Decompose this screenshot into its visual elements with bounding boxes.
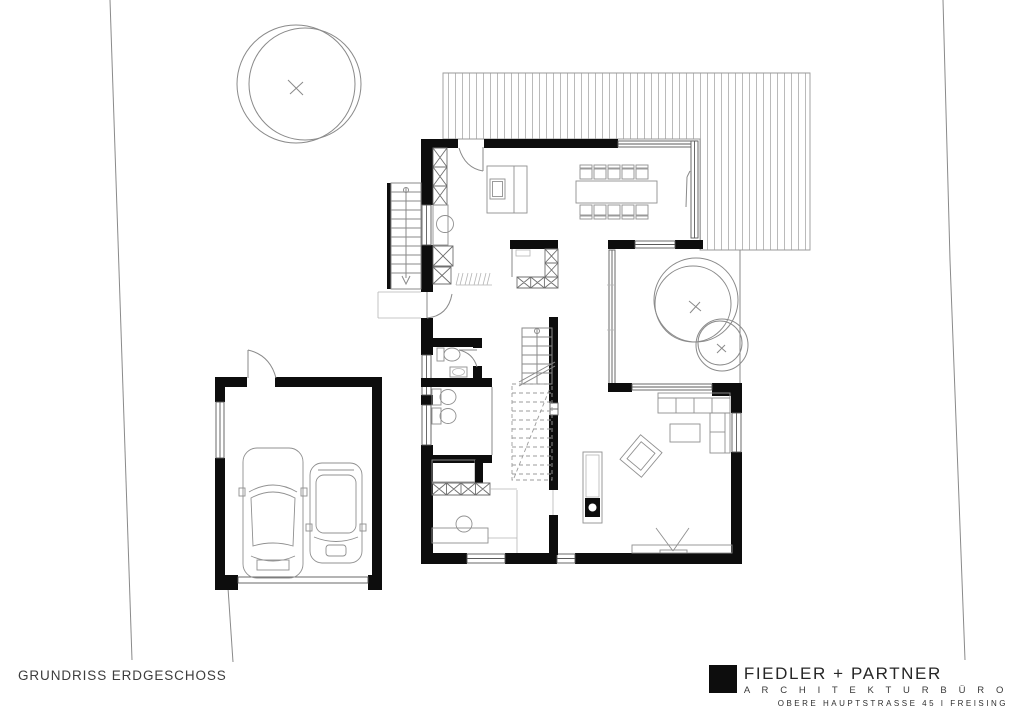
kitchen bbox=[432, 147, 528, 286]
hall-window bbox=[549, 402, 559, 416]
window-right-living bbox=[731, 412, 742, 453]
courtyard-north-window bbox=[634, 240, 676, 249]
toilet bbox=[436, 347, 461, 362]
dining-area bbox=[575, 164, 658, 220]
bench bbox=[431, 459, 476, 483]
entry-porch bbox=[377, 291, 421, 319]
logo-profession: A R C H I T E K T U R B Ü R O bbox=[743, 684, 1008, 696]
wardrobe-area bbox=[431, 459, 518, 553]
sofa bbox=[657, 392, 731, 454]
fireplace bbox=[582, 451, 603, 524]
tree-symbol-large bbox=[236, 24, 362, 144]
utility-counter bbox=[431, 515, 489, 544]
car-large bbox=[238, 447, 308, 579]
tall-cabinets bbox=[432, 147, 448, 206]
dining-chairs-bottom bbox=[579, 204, 649, 220]
window-left-mid bbox=[421, 354, 432, 396]
courtyard bbox=[607, 240, 749, 396]
courtyard-south-window bbox=[631, 383, 713, 391]
stair-upper-flight-dashed bbox=[511, 383, 553, 481]
kitchen-counter bbox=[432, 204, 449, 246]
hall-living-wall bbox=[549, 317, 559, 555]
exterior-staircase bbox=[387, 182, 422, 290]
driveway-line bbox=[227, 587, 234, 663]
wc-door-swing bbox=[458, 349, 478, 368]
architect-logo: FIEDLER + PARTNER A R C H I T E K T U R … bbox=[708, 663, 1008, 708]
property-boundary-left bbox=[109, 0, 133, 661]
tree-center-mark bbox=[287, 79, 304, 96]
courtyard-west-glazing bbox=[607, 249, 616, 386]
window-left-lower bbox=[421, 404, 432, 446]
wardrobe-cabinets bbox=[431, 482, 491, 496]
storage-boxes bbox=[432, 245, 454, 285]
glazing-dining-east bbox=[685, 140, 699, 239]
bath-fixture-1 bbox=[431, 388, 457, 406]
window-bottom-left bbox=[466, 553, 506, 564]
logo-square-mark bbox=[708, 664, 737, 693]
window-top bbox=[617, 140, 698, 148]
logo-firm-name: FIEDLER + PARTNER bbox=[743, 663, 942, 683]
garage-door bbox=[237, 576, 369, 584]
living-room bbox=[582, 392, 733, 554]
sideboard-tv bbox=[631, 527, 733, 554]
stair-direction-arrow bbox=[401, 275, 411, 286]
bathroom bbox=[421, 387, 493, 463]
garage-side-door-swing bbox=[247, 349, 277, 379]
garage bbox=[215, 349, 382, 590]
property-boundary-right bbox=[942, 0, 966, 661]
kitchen-island bbox=[486, 165, 528, 214]
terrace-deck bbox=[442, 72, 811, 251]
drawing-title: GRUNDRISS ERDGESCHOSS bbox=[18, 668, 227, 683]
dining-chairs-top bbox=[579, 164, 649, 180]
stair-break-line bbox=[518, 361, 556, 387]
window-bottom-mid bbox=[556, 553, 576, 564]
sliding-door-leaf bbox=[685, 170, 691, 208]
kitchen-terrace-door bbox=[458, 147, 484, 172]
garage-window bbox=[215, 401, 225, 459]
entry-door bbox=[377, 291, 453, 319]
bath-fixture-2 bbox=[431, 407, 457, 425]
utility-sink bbox=[455, 515, 473, 533]
window-left-upper bbox=[421, 204, 432, 246]
pantry bbox=[510, 240, 559, 289]
kitchen-sink bbox=[436, 215, 454, 233]
wc-sink bbox=[449, 366, 468, 378]
wc-room bbox=[421, 338, 492, 387]
logo-address: OBERE HAUPTSTRASSE 45 I FREISING bbox=[777, 699, 1008, 708]
coffee-table bbox=[669, 423, 701, 443]
courtyard-tree-small bbox=[695, 318, 749, 372]
grate-marks bbox=[455, 272, 492, 286]
car-small bbox=[305, 462, 367, 564]
dining-table bbox=[575, 180, 658, 204]
armchair bbox=[619, 434, 663, 478]
internal-staircase bbox=[511, 327, 556, 481]
courtyard-tree-large bbox=[653, 257, 739, 343]
